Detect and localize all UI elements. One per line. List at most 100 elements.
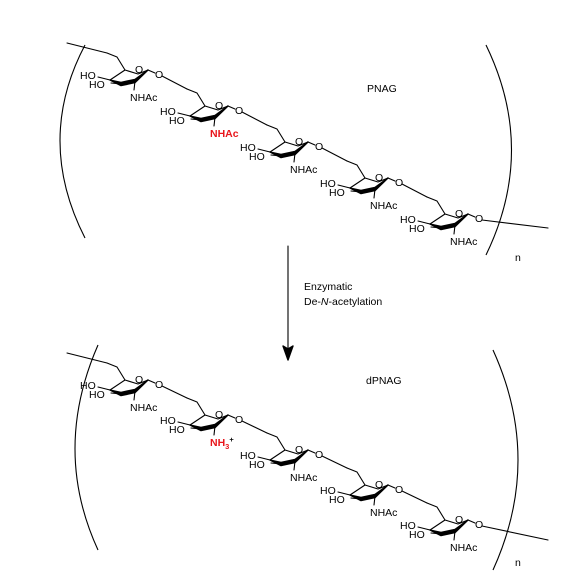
c6-bond bbox=[266, 124, 286, 143]
amine-bond bbox=[213, 116, 216, 127]
repeat-subscript-n: n bbox=[515, 557, 521, 569]
glycosidic-link bbox=[321, 147, 348, 162]
hydroxyl-label: HO bbox=[409, 529, 425, 541]
ho-bond bbox=[110, 392, 122, 395]
ho-bond bbox=[257, 148, 271, 153]
ho-bond bbox=[350, 190, 362, 193]
glycosidic-oxygen: O bbox=[395, 177, 403, 189]
chain-start-bond bbox=[66, 352, 108, 364]
c6-bond bbox=[106, 362, 126, 381]
hydroxyl-label: HO bbox=[249, 459, 265, 471]
right-bracket bbox=[485, 44, 513, 256]
left-bracket bbox=[59, 44, 86, 239]
hydroxyl-label: HO bbox=[400, 214, 416, 226]
ho-bond bbox=[430, 226, 442, 229]
nhac-label: NHAc bbox=[370, 507, 397, 519]
glycosidic-oxygen: O bbox=[235, 414, 243, 426]
nhac-label: NHAc bbox=[370, 200, 397, 212]
amine-bond bbox=[133, 80, 136, 91]
right-bracket bbox=[492, 349, 519, 571]
hydroxyl-label: HO bbox=[329, 494, 345, 506]
glycosidic-oxygen: O bbox=[315, 449, 323, 461]
glycosidic-bond bbox=[227, 105, 236, 110]
glycosidic-link bbox=[241, 420, 268, 434]
highlighted-ammonium: NH3+ bbox=[210, 435, 234, 451]
glycosidic-oxygen: O bbox=[155, 69, 163, 81]
ring-back-bonds bbox=[349, 177, 389, 189]
pnag-polymer: PNAG n OHOHONHAcOOHOHONHAcOOHOHONHAcOOHO… bbox=[59, 42, 549, 264]
ring-oxygen: O bbox=[295, 136, 303, 148]
c6-bond bbox=[426, 196, 446, 215]
ho-bond bbox=[270, 462, 282, 465]
c6-bond bbox=[346, 160, 366, 179]
ring-back-bonds bbox=[269, 449, 309, 461]
c6-bond bbox=[426, 502, 446, 521]
chain-end-bond bbox=[481, 219, 549, 229]
glycosidic-link bbox=[401, 490, 428, 504]
repeat-subscript-n: n bbox=[515, 252, 521, 264]
hydroxyl-label: HO bbox=[409, 223, 425, 235]
amine-bond bbox=[373, 495, 376, 506]
ring-oxygen: O bbox=[375, 172, 383, 184]
nhac-label: NHAc bbox=[450, 542, 477, 554]
nhac-label: NHAc bbox=[130, 402, 157, 414]
ring-back-bonds bbox=[109, 69, 149, 81]
hydroxyl-label: HO bbox=[169, 115, 185, 127]
ho-bond bbox=[177, 112, 191, 117]
hydroxyl-label: HO bbox=[80, 70, 96, 82]
amine-bond bbox=[213, 425, 216, 436]
glycosidic-oxygen: O bbox=[395, 484, 403, 496]
ho-bond bbox=[337, 491, 351, 496]
hydroxyl-label: HO bbox=[89, 79, 105, 91]
glycosidic-oxygen: O bbox=[475, 213, 483, 225]
sugar-chain: OHOHONHAcOOHOHONHAcOOHOHONHAcOOHOHONHAcO… bbox=[66, 42, 549, 248]
arrow-head bbox=[282, 345, 294, 361]
glycosidic-link bbox=[241, 111, 268, 126]
glycosidic-link bbox=[321, 455, 348, 469]
left-bracket bbox=[74, 344, 99, 551]
amine-bond bbox=[373, 188, 376, 199]
ho-bond bbox=[350, 497, 362, 500]
ring-oxygen: O bbox=[135, 64, 143, 76]
hydroxyl-label: HO bbox=[400, 520, 416, 532]
c6-bond bbox=[266, 432, 286, 451]
sugar-chain: OHOHONHAcOOHOHONH3+OOHOHONHAcOOHOHONHAcO… bbox=[66, 352, 549, 554]
glycosidic-bond bbox=[307, 449, 316, 454]
ring-back-bonds bbox=[429, 519, 469, 531]
ho-bond bbox=[97, 386, 111, 391]
polymer-name-pnag: PNAG bbox=[367, 83, 397, 95]
ho-bond bbox=[190, 427, 202, 430]
hydroxyl-label: HO bbox=[160, 415, 176, 427]
chain-end-bond bbox=[481, 525, 549, 541]
ring-back-bonds bbox=[429, 213, 469, 225]
ho-bond bbox=[417, 220, 431, 225]
hydroxyl-label: HO bbox=[320, 178, 336, 190]
amine-bond bbox=[293, 152, 296, 163]
amine-bond bbox=[453, 224, 456, 235]
ring-back-bonds bbox=[109, 379, 149, 391]
ring-oxygen: O bbox=[455, 514, 463, 526]
glycosidic-bond bbox=[307, 141, 316, 146]
ring-oxygen: O bbox=[135, 374, 143, 386]
hydroxyl-label: HO bbox=[80, 380, 96, 392]
reaction-condition-line2: De-N-acetylation bbox=[304, 296, 382, 308]
ring-oxygen: O bbox=[215, 100, 223, 112]
hydroxyl-label: HO bbox=[169, 424, 185, 436]
c6-bond bbox=[186, 88, 206, 107]
hydroxyl-label: HO bbox=[160, 106, 176, 118]
glycosidic-oxygen: O bbox=[235, 105, 243, 117]
hydroxyl-label: HO bbox=[240, 450, 256, 462]
glycosidic-bond bbox=[147, 379, 156, 384]
c6-bond bbox=[346, 467, 366, 486]
glycosidic-bond bbox=[227, 414, 236, 419]
dpnag-polymer: dPNAG n OHOHONHAcOOHOHONH3+OOHOHONHAcOOH… bbox=[66, 344, 549, 571]
